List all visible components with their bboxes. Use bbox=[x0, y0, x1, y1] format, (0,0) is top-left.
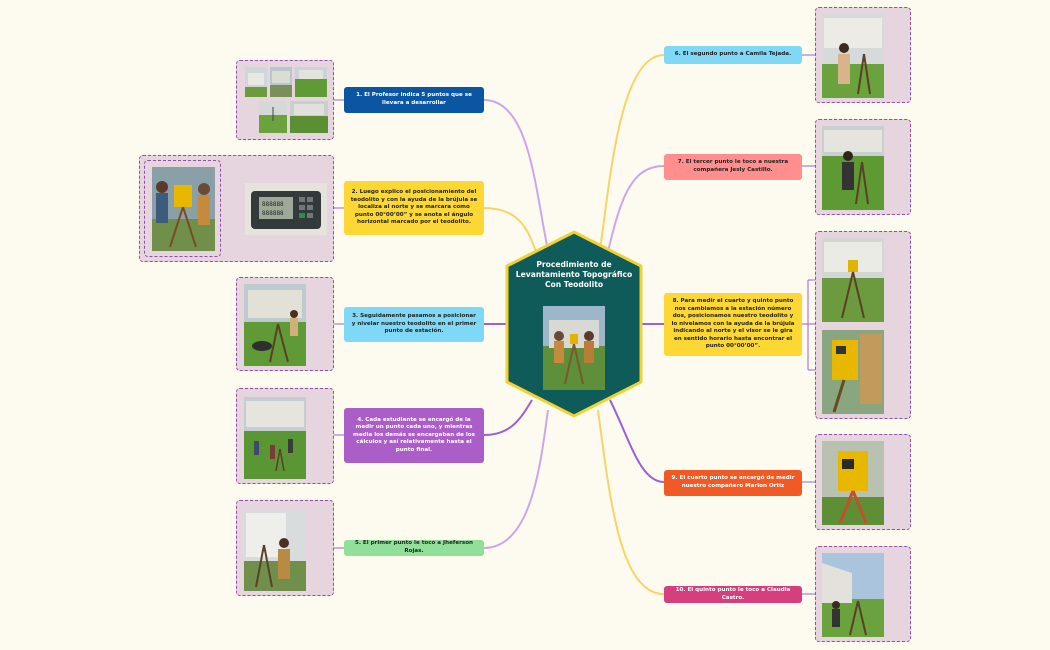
photo-students-measuring bbox=[244, 397, 306, 479]
image-group-4[interactable] bbox=[236, 388, 334, 484]
topic-7[interactable]: 7. El tercer punto le toco a nuestra com… bbox=[664, 154, 802, 180]
topic-4[interactable]: 4. Cada estudiante se encargó de la medi… bbox=[344, 408, 484, 463]
photo-station-two bbox=[822, 238, 884, 322]
photo-grass-2 bbox=[259, 101, 287, 133]
image-group-2-inner bbox=[144, 160, 221, 257]
photo-station-setup bbox=[244, 284, 306, 366]
photo-jheferson bbox=[244, 509, 306, 591]
photo-theodolite-closeup bbox=[152, 167, 215, 251]
topic-2-text: 2. Luego explico el posicionamiento del … bbox=[350, 189, 478, 226]
central-topic[interactable]: Procedimiento de Levantamiento Topográfi… bbox=[505, 230, 643, 418]
central-title: Procedimiento de Levantamiento Topográfi… bbox=[515, 260, 633, 289]
topic-3[interactable]: 3. Seguidamente pasamos a posicionar y n… bbox=[344, 307, 484, 342]
image-group-6[interactable] bbox=[815, 7, 911, 103]
topic-5-text: 5. El primer punto le toco a Jheferson R… bbox=[354, 540, 474, 554]
image-group-9[interactable] bbox=[815, 434, 911, 530]
topic-4-text: 4. Cada estudiante se encargó de la medi… bbox=[352, 416, 475, 453]
svg-text:888888: 888888 bbox=[262, 210, 284, 217]
photo-theodolite-north bbox=[822, 330, 884, 414]
photo-camila bbox=[822, 14, 884, 98]
photo-grass-1 bbox=[295, 67, 327, 97]
topic-8[interactable]: 8. Para medir el cuarto y quinto punto n… bbox=[664, 293, 802, 356]
image-group-2[interactable]: 888888 888888 bbox=[139, 155, 334, 262]
topic-1[interactable]: 1. El Profesor indica 5 puntos que se ll… bbox=[344, 87, 484, 113]
photo-building-1 bbox=[245, 67, 267, 97]
topic-2[interactable]: 2. Luego explico el posicionamiento del … bbox=[344, 181, 484, 235]
topic-9[interactable]: 9. El cuarto punto se encargó de medir n… bbox=[664, 470, 802, 496]
image-group-8[interactable] bbox=[815, 231, 911, 419]
topic-6-text: 6. El segundo punto a Camila Tejada. bbox=[674, 51, 792, 58]
topic-8-text: 8. Para medir el cuarto y quinto punto n… bbox=[671, 297, 795, 350]
photo-grass-3 bbox=[290, 101, 328, 133]
photo-jesly bbox=[822, 126, 884, 210]
svg-text:888888: 888888 bbox=[262, 201, 284, 208]
image-group-10[interactable] bbox=[815, 546, 911, 642]
topic-5[interactable]: 5. El primer punto le toco a Jheferson R… bbox=[344, 540, 484, 556]
topic-1-text: 1. El Profesor indica 5 puntos que se ll… bbox=[356, 92, 472, 106]
topic-7-text: 7. El tercer punto le toco a nuestra com… bbox=[677, 159, 789, 173]
central-photo bbox=[543, 306, 605, 390]
image-group-7[interactable] bbox=[815, 119, 911, 215]
topic-10-text: 10. El quinto punto le toco a Claudia Ca… bbox=[675, 586, 791, 601]
topic-9-text: 9. El cuarto punto se encargó de medir n… bbox=[671, 475, 795, 489]
topic-10[interactable]: 10. El quinto punto le toco a Claudia Ca… bbox=[664, 586, 802, 603]
image-group-3[interactable] bbox=[236, 277, 334, 371]
topic-3-text: 3. Seguidamente pasamos a posicionar y n… bbox=[351, 313, 477, 335]
photo-theodolite-display: 888888 888888 bbox=[245, 183, 327, 235]
photo-building-2 bbox=[270, 67, 292, 97]
image-group-5[interactable] bbox=[236, 500, 334, 596]
topic-6[interactable]: 6. El segundo punto a Camila Tejada. bbox=[664, 46, 802, 64]
image-group-1[interactable] bbox=[236, 60, 334, 140]
photo-claudia bbox=[822, 553, 884, 637]
photo-marlon bbox=[822, 441, 884, 525]
